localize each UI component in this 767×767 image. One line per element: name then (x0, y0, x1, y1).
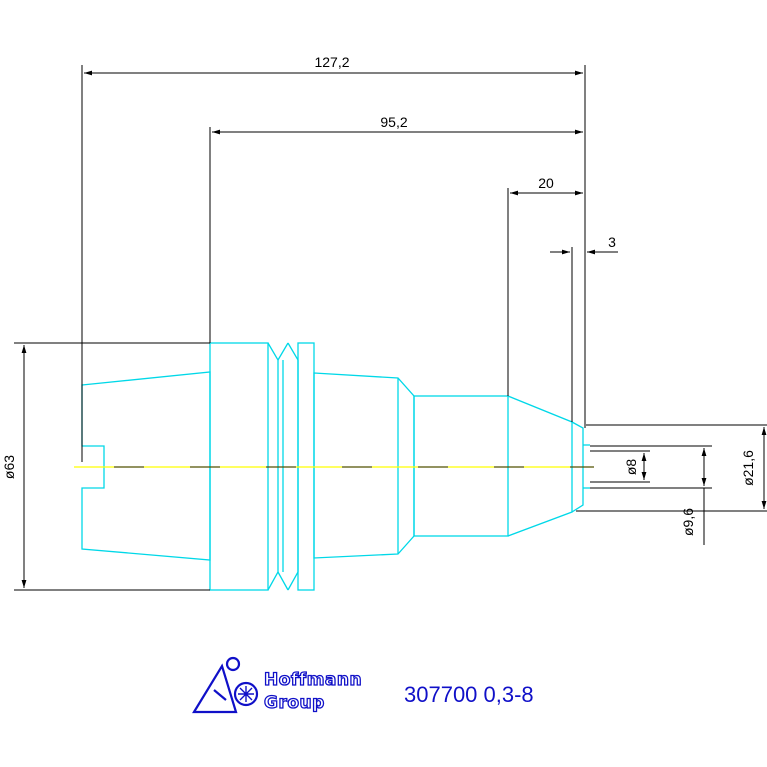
hoffmann-emblem-icon (192, 656, 259, 714)
logo-line1: Hoffmann (264, 670, 362, 690)
logo-line2: Group (264, 693, 325, 713)
dim-bore-outer-diameter: ø9,6 (680, 508, 696, 536)
dimension-lines (14, 65, 767, 591)
part-number: 307700 0,3-8 (404, 682, 534, 707)
dim-bore-diameter: ø8 (623, 459, 639, 476)
hoffmann-logo: Hoffmann Group (192, 656, 362, 714)
dim-nose-diameter: ø21,6 (740, 450, 756, 486)
dim-overall-length: 127,2 (314, 54, 349, 70)
dim-flange-to-nose: 95,2 (380, 114, 407, 130)
dim-nose-length: 20 (538, 175, 554, 191)
dim-flange-diameter: ø63 (1, 455, 17, 479)
dim-tip-offset: 3 (608, 234, 616, 250)
